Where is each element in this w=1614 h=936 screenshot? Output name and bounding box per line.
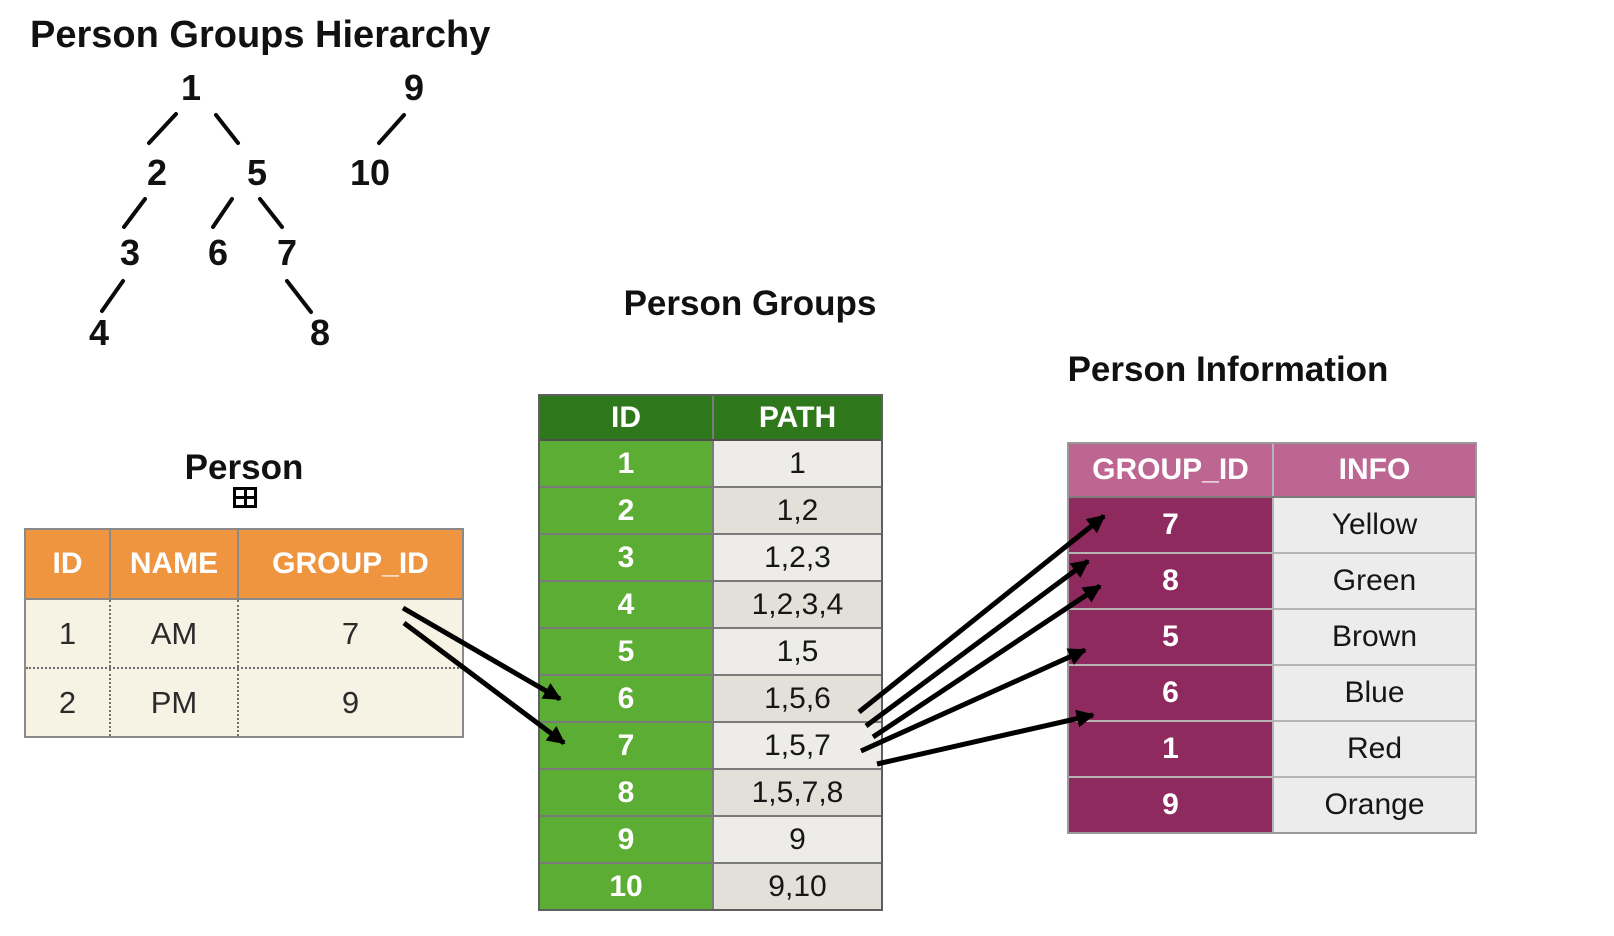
info-cell-info: Green: [1272, 554, 1475, 608]
arrow-path-to-info-5: [859, 647, 1087, 754]
groups-cell-id: 7: [540, 723, 712, 768]
tree-node-8: 8: [309, 312, 331, 353]
person-information-table: GROUP_ID INFO 7 Yellow 8 Green 5 Brown 6…: [1067, 442, 1477, 834]
tree-edge-1-5: [214, 113, 240, 145]
person-information-row: 1 Red: [1069, 720, 1475, 776]
groups-cell-id: 4: [540, 582, 712, 627]
info-cell-group-id: 9: [1069, 778, 1272, 832]
info-cell-info: Yellow: [1272, 498, 1475, 552]
person-information-row: 9 Orange: [1069, 776, 1475, 832]
person-table-row: 2 PM 9: [26, 667, 462, 736]
groups-header-id: ID: [611, 400, 641, 434]
person-groups-row: 10 9,10: [540, 862, 881, 909]
groups-cell-id: 10: [540, 864, 712, 909]
person-groups-row: 1 1: [540, 441, 881, 486]
info-cell-group-id: 6: [1069, 666, 1272, 720]
info-cell-group-id: 8: [1069, 554, 1272, 608]
person-information-header-row: GROUP_ID INFO: [1069, 444, 1475, 498]
person-groups-row: 2 1,2: [540, 486, 881, 533]
arrow-path-to-info-8a: [864, 558, 1090, 729]
person-table-row: 1 AM 7: [26, 600, 462, 667]
arrow-path-to-info-8b: [871, 583, 1102, 740]
expand-icon[interactable]: [233, 487, 257, 508]
person-cell-id: 2: [58, 685, 77, 720]
tree-node-2: 2: [146, 152, 168, 193]
tree-node-1: 1: [180, 67, 202, 108]
tree-node-3: 3: [119, 232, 141, 273]
groups-header-path: PATH: [712, 396, 881, 439]
person-groups-row: 8 1,5,7,8: [540, 768, 881, 815]
person-information-row: 5 Brown: [1069, 608, 1475, 664]
info-header-group-id: GROUP_ID: [1092, 453, 1249, 486]
person-table-header-row: ID NAME GROUP_ID: [26, 530, 462, 600]
tree-node-6: 6: [207, 232, 229, 273]
groups-cell-id: 1: [540, 441, 712, 486]
person-groups-row: 4 1,2,3,4: [540, 580, 881, 627]
groups-cell-id: 6: [540, 676, 712, 721]
tree-node-4: 4: [88, 312, 110, 353]
tree-edge-3-4: [100, 279, 125, 313]
groups-cell-id: 9: [540, 817, 712, 862]
arrow-path-to-info-1: [876, 709, 1095, 767]
groups-cell-path: 1: [712, 441, 881, 486]
person-groups-row: 5 1,5: [540, 627, 881, 674]
info-cell-group-id: 5: [1069, 610, 1272, 664]
tree-edge-1-2: [147, 112, 178, 145]
person-header-group-id: GROUP_ID: [237, 530, 462, 598]
groups-cell-path: 9,10: [712, 864, 881, 909]
person-groups-row: 9 9: [540, 815, 881, 862]
groups-cell-id: 2: [540, 488, 712, 533]
info-cell-info: Brown: [1272, 610, 1475, 664]
groups-cell-path: 1,5,7,8: [712, 770, 881, 815]
person-groups-row: 7 1,5,7: [540, 721, 881, 768]
info-cell-group-id: 7: [1069, 498, 1272, 552]
groups-cell-path: 1,5,6: [712, 676, 881, 721]
groups-cell-path: 1,2: [712, 488, 881, 533]
person-groups-header-row: ID PATH: [540, 396, 881, 441]
person-groups-row: 3 1,2,3: [540, 533, 881, 580]
person-table: ID NAME GROUP_ID 1 AM 7 2 PM 9: [24, 528, 464, 738]
person-information-row: 7 Yellow: [1069, 498, 1475, 552]
info-cell-info: Blue: [1272, 666, 1475, 720]
groups-cell-path: 1,5: [712, 629, 881, 674]
person-information-table-title: Person Information: [1067, 350, 1389, 389]
groups-cell-path: 1,5,7: [712, 723, 881, 768]
person-header-id: ID: [52, 547, 83, 580]
tree-node-7: 7: [276, 232, 298, 273]
info-header-info: INFO: [1272, 444, 1475, 496]
groups-cell-id: 5: [540, 629, 712, 674]
person-cell-group-id: 9: [237, 669, 462, 736]
tree-edge-9-10: [377, 113, 406, 145]
person-cell-id: 1: [58, 616, 77, 651]
person-groups-row: 6 1,5,6: [540, 674, 881, 721]
tree-node-9: 9: [403, 67, 425, 108]
tree-node-10: 10: [349, 152, 391, 193]
person-groups-table: ID PATH 1 1 2 1,2 3 1,2,3 4 1,2,3,4 5 1,…: [538, 394, 883, 911]
groups-cell-path: 1,2,3: [712, 535, 881, 580]
tree-edge-2-3: [122, 197, 147, 229]
groups-cell-id: 8: [540, 770, 712, 815]
tree-node-5: 5: [246, 152, 268, 193]
person-cell-name: PM: [109, 669, 237, 736]
groups-cell-id: 3: [540, 535, 712, 580]
person-cell-group-id: 7: [237, 600, 462, 667]
person-table-title: Person: [184, 448, 304, 487]
person-cell-name: AM: [109, 600, 237, 667]
tree-edge-5-7: [258, 197, 284, 229]
person-information-row: 6 Blue: [1069, 664, 1475, 720]
tree-edge-7-8: [285, 279, 313, 314]
person-header-name: NAME: [109, 530, 237, 598]
hierarchy-title: Person Groups Hierarchy: [30, 14, 491, 56]
info-cell-info: Orange: [1272, 778, 1475, 832]
tree-edge-5-6: [211, 197, 234, 229]
groups-cell-path: 1,2,3,4: [712, 582, 881, 627]
info-cell-info: Red: [1272, 722, 1475, 776]
person-information-row: 8 Green: [1069, 552, 1475, 608]
groups-cell-path: 9: [712, 817, 881, 862]
info-cell-group-id: 1: [1069, 722, 1272, 776]
person-groups-table-title: Person Groups: [623, 284, 877, 323]
